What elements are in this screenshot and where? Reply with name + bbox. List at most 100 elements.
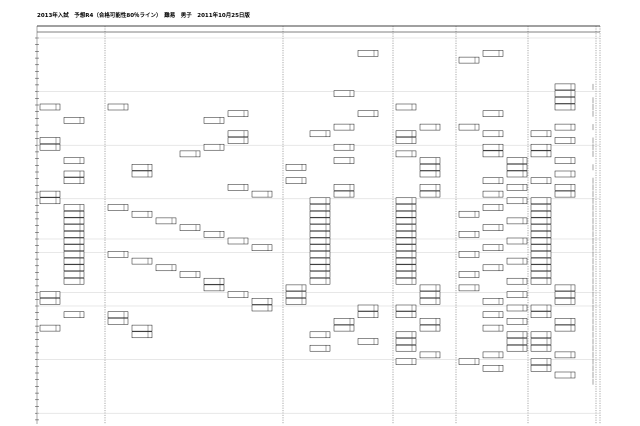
school-box [506, 157, 528, 164]
school-box [395, 217, 417, 225]
school-box [107, 311, 129, 318]
school-box [203, 284, 225, 292]
school-box [530, 344, 552, 352]
school-box [482, 311, 504, 318]
school-box [530, 244, 552, 251]
school-box [419, 170, 441, 178]
school-box [251, 190, 273, 198]
school-box [63, 257, 85, 265]
school-box [482, 150, 504, 158]
school-box [395, 331, 417, 339]
school-box [458, 284, 480, 292]
school-box [227, 237, 249, 245]
school-box [395, 311, 417, 318]
page-title: 2013年入試 予想R4（合格可能性80％ライン） 難易 男子 2011年10月… [37, 13, 250, 19]
school-box [63, 224, 85, 231]
school-box [554, 103, 576, 111]
school-box [554, 351, 576, 359]
school-box [309, 231, 331, 238]
school-box [458, 251, 480, 258]
school-box [131, 331, 153, 339]
school-box [309, 204, 331, 211]
school-box [506, 170, 528, 178]
school-box [530, 224, 552, 231]
school-box [554, 190, 576, 198]
school-box [530, 331, 552, 339]
school-box [395, 137, 417, 144]
school-box [63, 217, 85, 225]
school-box [63, 157, 85, 164]
school-box [458, 210, 480, 218]
school-box [39, 137, 61, 144]
school-box [554, 324, 576, 332]
school-box [506, 331, 528, 339]
school-box [39, 143, 61, 151]
school-box [482, 224, 504, 231]
school-box [530, 197, 552, 205]
school-box [506, 164, 528, 171]
school-box [251, 298, 273, 305]
school-box [395, 210, 417, 218]
school-box [179, 271, 201, 278]
school-box [395, 251, 417, 258]
school-box [251, 304, 273, 312]
school-box [482, 244, 504, 251]
school-box [203, 117, 225, 124]
school-box [530, 338, 552, 345]
school-box [63, 251, 85, 258]
school-box [107, 103, 129, 111]
school-box [458, 231, 480, 238]
school-box [309, 244, 331, 251]
school-box [309, 264, 331, 272]
school-box [419, 164, 441, 171]
school-box [554, 157, 576, 164]
school-box [482, 110, 504, 117]
school-box [63, 237, 85, 245]
school-box [419, 123, 441, 131]
school-box [554, 170, 576, 178]
school-box [506, 318, 528, 325]
school-box [131, 257, 153, 265]
school-box [395, 264, 417, 272]
school-box [395, 271, 417, 278]
school-box [419, 291, 441, 298]
school-box [285, 177, 307, 184]
school-box [63, 271, 85, 278]
school-box [395, 197, 417, 205]
school-box [482, 143, 504, 151]
school-box [155, 217, 177, 225]
school-box [482, 298, 504, 305]
school-box [554, 137, 576, 144]
school-box [309, 277, 331, 285]
school-box [333, 318, 355, 325]
school-box [506, 197, 528, 205]
school-box [333, 143, 355, 151]
school-box [203, 143, 225, 151]
school-box [554, 298, 576, 305]
school-box [530, 257, 552, 265]
school-box [395, 244, 417, 251]
school-box [357, 338, 379, 345]
school-box [458, 56, 480, 64]
school-box [39, 291, 61, 298]
school-box [554, 371, 576, 379]
school-box [63, 244, 85, 251]
school-box [107, 204, 129, 211]
school-box [285, 291, 307, 298]
school-box [419, 157, 441, 164]
school-box [530, 365, 552, 372]
school-box [395, 204, 417, 211]
school-box [482, 190, 504, 198]
school-box [179, 150, 201, 158]
school-box [554, 123, 576, 131]
school-box [309, 271, 331, 278]
school-box [227, 110, 249, 117]
school-box [203, 231, 225, 238]
school-box [285, 164, 307, 171]
school-box [333, 157, 355, 164]
school-box [530, 277, 552, 285]
school-box [395, 304, 417, 312]
school-box [39, 298, 61, 305]
school-box [530, 177, 552, 184]
